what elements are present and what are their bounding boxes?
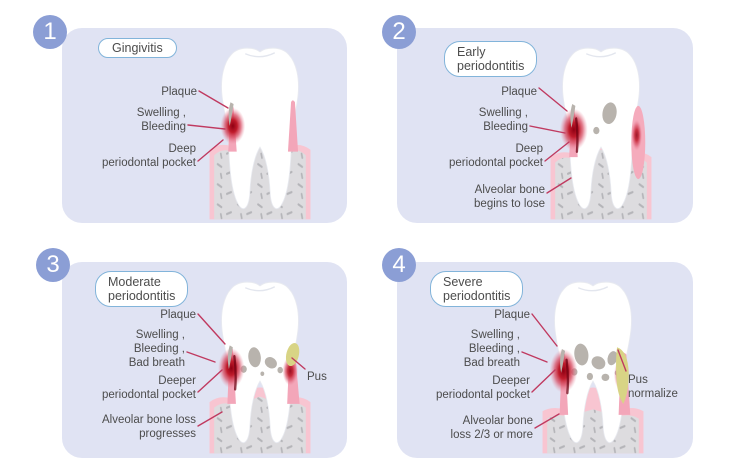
stage-title: Severe xyxy=(443,275,483,289)
tooth-fissure xyxy=(245,52,275,58)
deep-pocket-line xyxy=(233,354,237,391)
stage-number-4: 4 xyxy=(382,248,416,282)
crown-spots xyxy=(593,102,617,135)
bone-speckles xyxy=(214,142,306,220)
stage-title-bubble: Gingivitis xyxy=(98,38,177,58)
label-alveolar-bone: Alveolar bone loss 2/3 or more xyxy=(450,415,533,441)
label-pus-normalize: Pus normalize xyxy=(628,374,678,400)
label-swelling-bleeding: Swelling , Bleeding , Bad breath xyxy=(128,329,185,369)
tooth-illustration-4 xyxy=(542,281,644,454)
crown-spots xyxy=(571,343,620,382)
label-periodontal-pocket: Deep periodontal pocket xyxy=(449,143,543,169)
label-alveolar-bone: Alveolar bone begins to lose xyxy=(474,184,545,210)
deep-pocket-line xyxy=(574,117,579,154)
label-plaque: Plaque xyxy=(494,309,530,321)
panel-early-periodontitis: Early periodontitis Plaque Swelling , Bl… xyxy=(397,28,693,223)
label-periodontal-pocket: Deeper periodontal pocket xyxy=(436,375,530,401)
stage-number-2: 2 xyxy=(382,15,416,49)
deep-pocket-line xyxy=(565,358,570,395)
stage-number-1: 1 xyxy=(33,15,67,49)
label-swelling-bleeding: Swelling , Bleeding xyxy=(478,107,528,133)
inflammation-blob-right xyxy=(631,119,643,151)
bone-speckles xyxy=(547,409,639,454)
tooth-illustration-2 xyxy=(550,47,652,220)
label-swelling-bleeding: Swelling , Bleeding xyxy=(136,107,186,133)
plaque-deposit xyxy=(570,104,576,128)
tooth-illustration-3 xyxy=(209,281,311,454)
stage-title-bubble: Moderate periodontitis xyxy=(95,271,189,307)
label-plaque: Plaque xyxy=(161,86,197,98)
panel-moderate-periodontitis: Moderate periodontitis Plaque Swelling ,… xyxy=(62,262,347,458)
panel-severe-periodontitis: Severe periodontitis Plaque Swelling , B… xyxy=(397,262,693,458)
gum-wedge-right xyxy=(287,100,299,152)
inflammation-blob xyxy=(559,108,588,151)
inflammation-blob xyxy=(220,107,246,145)
label-alveolar-bone: Alveolar bone loss progresses xyxy=(102,414,196,440)
label-plaque: Plaque xyxy=(160,309,196,321)
tooth-fissure xyxy=(245,286,275,292)
stage-title: Moderate xyxy=(108,275,161,289)
stage-title-bubble: Early periodontitis xyxy=(444,41,538,77)
label-plaque: Plaque xyxy=(501,86,537,98)
stage-title: Early xyxy=(457,45,486,59)
plaque-deposit xyxy=(227,345,233,370)
panel-gingivitis: Gingivitis Plaque Swelling , Bleeding De… xyxy=(62,28,347,223)
label-pus: Pus xyxy=(307,371,327,383)
stage-title: Gingivitis xyxy=(112,41,163,55)
inflammation-blob xyxy=(218,348,245,389)
tooth-illustration-1 xyxy=(209,47,311,220)
stage-number-3: 3 xyxy=(36,248,70,282)
label-swelling-bleeding: Swelling , Bleeding , Bad breath xyxy=(463,329,520,369)
inflammation-blob xyxy=(549,349,578,393)
label-periodontal-pocket: Deep periodontal pocket xyxy=(102,143,196,169)
plaque-deposit xyxy=(228,102,234,127)
tooth-fissure xyxy=(578,286,608,292)
tooth-fissure xyxy=(586,52,616,58)
bone-speckles xyxy=(214,396,306,454)
label-periodontal-pocket: Deeper periodontal pocket xyxy=(102,375,196,401)
plaque-deposit xyxy=(560,349,566,373)
stage-title-bubble: Severe periodontitis xyxy=(430,271,524,307)
